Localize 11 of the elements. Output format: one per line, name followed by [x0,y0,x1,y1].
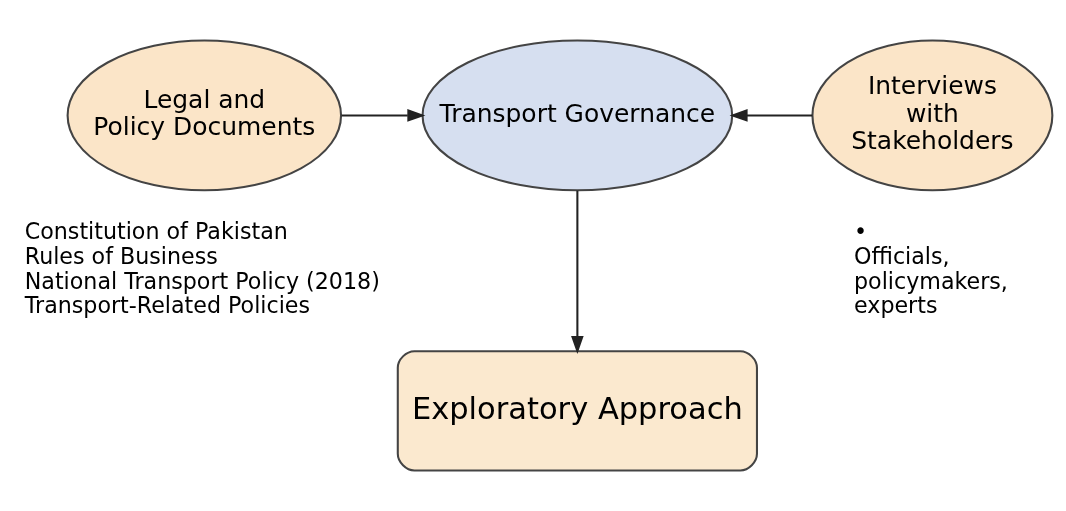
node-label: National Transport Policy (2018) [24,267,380,294]
node-ellipse: Transport Governance [421,39,734,192]
arrow [341,109,426,122]
node-label: Constitution of Pakistan [24,217,288,244]
node-ellipse: Legal and Policy Documents [66,39,343,192]
arrow [571,190,584,354]
node-ellipse: Interviews with Stakeholders [811,39,1054,192]
node-box: Exploratory Approach [396,350,758,472]
node-label: Rules of Business [24,242,218,269]
arrow [729,109,813,122]
node-label: • Officials, policymakers, experts [854,217,1008,319]
